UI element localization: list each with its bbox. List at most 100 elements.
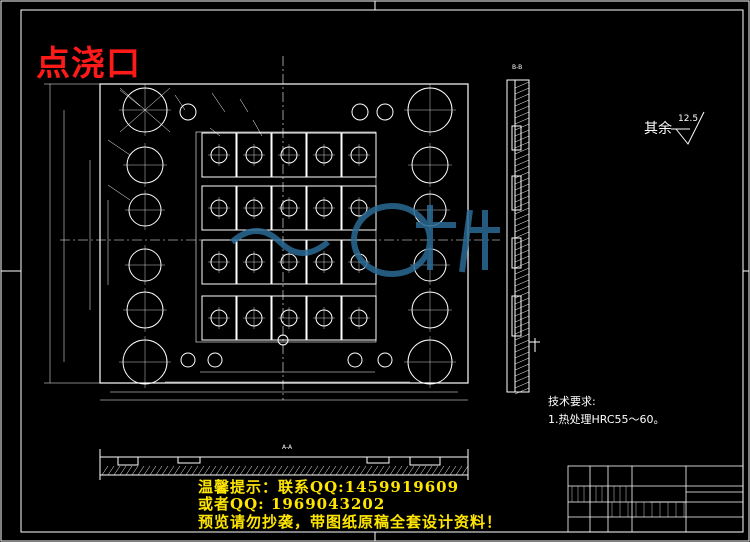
cavity-insert bbox=[201, 239, 237, 285]
hatch-line bbox=[514, 303, 530, 311]
cavity-insert bbox=[236, 132, 272, 178]
hatch-line bbox=[431, 465, 439, 476]
hatch-line bbox=[263, 465, 271, 476]
hatch-line bbox=[173, 465, 181, 476]
hatch-line bbox=[514, 171, 530, 179]
hatch-line bbox=[514, 93, 530, 101]
cavity-insert bbox=[271, 295, 307, 341]
hatch-line bbox=[514, 351, 530, 359]
hatch-line bbox=[413, 465, 421, 476]
hatch-line bbox=[365, 465, 373, 476]
hatch-line bbox=[514, 345, 530, 353]
rest-roughness-value: 12.5 bbox=[678, 114, 699, 124]
hatch-line bbox=[287, 465, 295, 476]
hatch-line bbox=[359, 465, 367, 476]
small-hole bbox=[277, 334, 289, 346]
hatch-line bbox=[514, 129, 530, 137]
small-hole bbox=[376, 103, 394, 121]
hatch-line bbox=[514, 189, 530, 197]
hatch-line bbox=[269, 465, 277, 476]
bottom-hatch bbox=[101, 465, 469, 476]
hatch-line bbox=[514, 213, 530, 221]
tech-requirements-title: 技术要求: bbox=[548, 395, 596, 408]
hatch-line bbox=[389, 465, 397, 476]
hatch-line bbox=[209, 465, 217, 476]
hatch-line bbox=[317, 465, 325, 476]
hatch-line bbox=[215, 465, 223, 476]
hatch-line bbox=[514, 87, 530, 95]
hatch-line bbox=[455, 465, 463, 476]
small-hole bbox=[347, 352, 363, 368]
hatch-line bbox=[119, 465, 127, 476]
hatch-line bbox=[514, 117, 530, 125]
main-plate-view bbox=[44, 56, 500, 401]
hatch-line bbox=[383, 465, 391, 476]
hatch-line bbox=[514, 237, 530, 245]
roughness-symbol bbox=[671, 111, 705, 145]
hatch-line bbox=[514, 273, 530, 281]
hatch-line bbox=[514, 357, 530, 365]
hatch-line bbox=[419, 465, 427, 476]
hatch-line bbox=[443, 465, 451, 476]
hatch-line bbox=[514, 249, 530, 257]
hatch-line bbox=[514, 363, 530, 371]
hatch-line bbox=[514, 111, 530, 119]
hatch-line bbox=[323, 465, 331, 476]
hatch-line bbox=[305, 465, 313, 476]
section-label-a: A-A bbox=[282, 444, 293, 451]
small-hole bbox=[179, 103, 197, 121]
cavity-insert bbox=[271, 132, 307, 178]
plate-features bbox=[119, 84, 456, 388]
logo-watermark bbox=[230, 203, 500, 277]
hatch-line bbox=[514, 159, 530, 167]
hatch-line bbox=[239, 465, 247, 476]
hatch-line bbox=[514, 183, 530, 191]
hatch-line bbox=[514, 153, 530, 161]
left-dimensions bbox=[44, 83, 109, 384]
hatch-line bbox=[514, 321, 530, 329]
hatch-line bbox=[143, 465, 151, 476]
hatch-line bbox=[341, 465, 349, 476]
hatch-line bbox=[514, 195, 530, 203]
title-block-grid bbox=[571, 486, 685, 517]
hatch-line bbox=[377, 465, 385, 476]
small-hole bbox=[180, 352, 196, 368]
hatch-line bbox=[131, 465, 139, 476]
hatch-line bbox=[137, 465, 145, 476]
hatch-line bbox=[191, 465, 199, 476]
hatch-line bbox=[197, 465, 205, 476]
hatch-line bbox=[514, 327, 530, 335]
hatch-line bbox=[167, 465, 175, 476]
hatch-line bbox=[437, 465, 445, 476]
hatch-line bbox=[514, 387, 530, 395]
hatch-line bbox=[514, 279, 530, 287]
small-hole bbox=[377, 352, 393, 368]
hatch-line bbox=[514, 267, 530, 275]
hatch-line bbox=[227, 465, 235, 476]
hatch-line bbox=[449, 465, 457, 476]
hatch-line bbox=[514, 309, 530, 317]
hatch-line bbox=[329, 465, 337, 476]
hatch-line bbox=[299, 465, 307, 476]
cavity-insert bbox=[306, 295, 342, 341]
hatch-line bbox=[514, 381, 530, 389]
cavity-insert bbox=[201, 132, 237, 178]
hatch-line bbox=[185, 465, 193, 476]
cavity-insert bbox=[271, 239, 307, 285]
hatch-line bbox=[203, 465, 211, 476]
title-block bbox=[567, 465, 744, 533]
watermark-line-1: 温馨提示：联系QQ:1459919609 bbox=[198, 478, 460, 496]
hatch-line bbox=[395, 465, 403, 476]
hatch-line bbox=[514, 291, 530, 299]
hatch-line bbox=[514, 165, 530, 173]
hatch-line bbox=[161, 465, 169, 476]
hatch-line bbox=[293, 465, 301, 476]
cavity-insert bbox=[236, 295, 272, 341]
hatch-line bbox=[514, 297, 530, 305]
bottom-dimensions bbox=[100, 371, 468, 401]
hatch-line bbox=[425, 465, 433, 476]
hatch-line bbox=[514, 123, 530, 131]
hatch-line bbox=[113, 465, 121, 476]
hatch-line bbox=[514, 225, 530, 233]
